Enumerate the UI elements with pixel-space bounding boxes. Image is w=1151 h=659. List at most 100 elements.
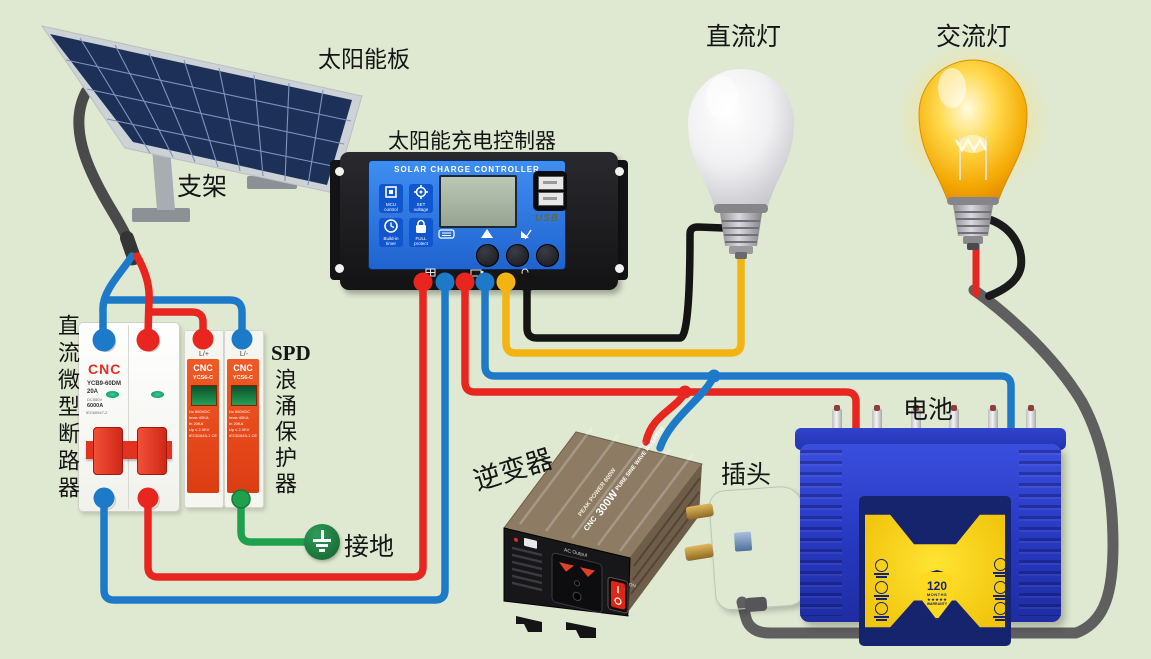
dc-light-bulb [688,69,794,259]
breaker-voltage: DC550V [87,397,103,402]
inverter-power: 300W [594,488,621,519]
button-symbols [438,229,532,240]
menu-button[interactable] [476,244,499,267]
breaker-model: YCB9-60DM [87,381,122,387]
spd-spec: IEC61643-1 CE [229,433,258,438]
plug-cable-gland [744,596,768,613]
usb-port-2[interactable] [538,192,564,206]
breaker-indicator-2 [151,391,164,398]
solar-charge-controller: SOLAR CHARGE CONTROLLER MCU control SET … [330,150,628,292]
inverter-output-label: AC Output [564,547,588,559]
breaker-brand: CNC [88,361,122,377]
breaker-top-terminal-1 [97,333,116,352]
earth-ground-symbol [304,524,340,560]
spd-brand: CNC [233,363,253,373]
lcd-display [439,175,517,228]
spd-module-minus: L/- CNC YCS6-C Uc 660VDC Imax 40KA In 20… [224,330,264,508]
power-switch[interactable] [607,576,629,614]
battery-terminal-post [949,405,959,434]
spd-terminal-label-minus: L/- [239,351,249,358]
spd-brand: CNC [193,363,213,373]
dc-circuit-breaker: CNC YCB9-60DM 20A DC550V 6000A IEC60947-… [78,322,180,512]
label-solar-panel: 太阳能板 [318,47,410,72]
inverter-usb-port[interactable] [524,537,537,549]
battery-terminal-post [832,405,842,434]
label-dc-light: 直流灯 [706,24,782,51]
controller-face: SOLAR CHARGE CONTROLLER MCU control SET … [368,160,567,270]
breaker-breaking-capacity: 6000A [87,403,104,409]
usb-ports[interactable] [533,171,567,211]
breaker-switch-handle-2[interactable] [137,427,167,475]
plug-pin [684,543,715,562]
label-ac-light: 交流灯 [936,24,1012,51]
switch-off-label: OFF [628,612,637,619]
spd-module-plus: L/+ CNC YCS6-C Uc 660VDC Imax 40KA In 20… [184,330,224,508]
ac-light-bulb [895,42,1051,250]
pv-cable-sheath [120,231,141,265]
badge-warranty: WARRANTY [926,602,948,606]
label-plug: 插头 [721,462,772,489]
label-battery: 电池 [903,397,954,424]
warranty-badge: 120 MONTHS ★★★★★ WARRANTY [919,570,955,620]
switch-on-label: ON [629,582,636,589]
spd-model: YCS6-C [232,375,254,381]
controller-title: SOLAR CHARGE CONTROLLER [394,165,540,174]
timer-tile: Build-in timer [379,218,403,247]
label-spd-name: 浪涌保护器 [272,368,297,498]
inverter-peak-power: PEAK POWER 600W [578,467,618,517]
mcu-control-tile: MCU control [379,184,403,213]
label-spd-abbr: SPD [271,341,311,365]
label-ground: 接地 [344,534,395,561]
tile-label: FULL protect [414,236,428,246]
screw-hole [615,264,624,273]
gear-icon [414,185,428,199]
set-voltage-tile: SET voltage [409,184,433,213]
spd-body: CNC YCS6-C Uc 660VDC Imax 40KA In 20KA U… [227,359,259,493]
inverter-product-name: PURE SINE WAVE INVERTER [615,426,666,492]
usb-label: USB [535,213,560,224]
spd-status-window [231,385,257,406]
power-led [514,537,518,542]
chip-icon [385,186,397,198]
wire-inverter-negative [656,372,718,452]
battery: 120 MONTHS ★★★★★ WARRANTY [793,400,1068,646]
badge-stars: ★★★★★ [926,597,948,602]
battery-case: 120 MONTHS ★★★★★ WARRANTY [800,444,1061,646]
bulb-screw-base [953,205,993,236]
spd-spec: IEC61643-1 CE [189,433,218,438]
screw-hole [615,167,624,176]
usb-port-1[interactable] [538,176,564,190]
breaker-indicator-1 [106,391,119,398]
spd-body: CNC YCS6-C Uc 660VDC Imax 40KA In 20KA U… [187,359,219,493]
light-mode-button[interactable] [536,244,559,267]
battery-terminal-post [872,405,882,434]
battery-terminal-post [911,405,921,434]
clock-icon [384,219,398,233]
breaker-switch-handle-1[interactable] [93,427,123,475]
breaker-bottom-terminal-1 [97,491,116,510]
inverter-brand: CNC [582,514,599,533]
badge-months-unit: MONTHS [926,592,948,597]
label-dc-breaker: 直流微型断路器 [55,314,80,503]
tile-label: Build-in timer [383,236,399,246]
label-controller: 太阳能充电控制器 [388,129,556,153]
breaker-standard: IEC60947-2 [86,410,108,415]
inverter-front-panel: AC Output ON OFF [512,537,637,619]
screw-hole [335,167,344,176]
label-inverter: 逆变器 [470,443,557,497]
plug-pin [685,503,715,521]
screw-hole [335,264,344,273]
bulb-screw-base [720,213,762,246]
plug-indicator-window [733,531,753,552]
spd-status-window [191,385,217,406]
tile-label: MCU control [384,202,398,212]
tile-label: SET voltage [413,202,429,212]
spd-terminal-label-plus: L/+ [199,351,209,358]
panel-grid [65,37,352,186]
breaker-top-terminal-2 [141,333,160,352]
up-button[interactable] [506,244,529,267]
breaker-rated-current: 20A [87,389,99,395]
ac-socket[interactable] [551,552,603,614]
filament [954,135,988,180]
pv-cable [73,86,138,266]
